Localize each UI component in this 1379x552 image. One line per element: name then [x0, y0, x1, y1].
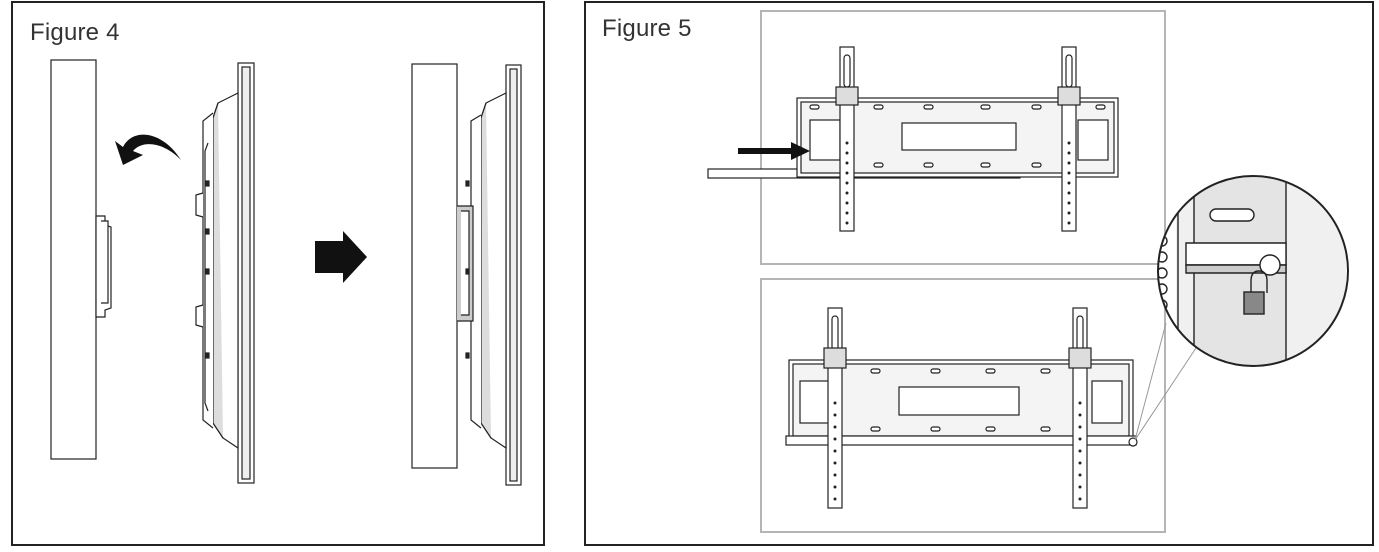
top-inset-frame: [760, 10, 1166, 265]
tv-profile-left: [195, 62, 255, 484]
bottom-inset-frame: [760, 278, 1166, 533]
tilt-mount-top: [707, 46, 1119, 232]
callout-lines: [1134, 322, 1197, 441]
tilt-mount-bottom: [785, 307, 1138, 509]
insert-arrow-icon: [738, 142, 810, 160]
wall-plate-left: [95, 215, 112, 318]
right-arrow-icon: [315, 231, 367, 283]
wall-slab-right: [411, 63, 458, 469]
curved-arrow-icon: [115, 134, 181, 165]
tv-profile-right: [457, 64, 522, 486]
figure-4-illustration: [50, 59, 522, 486]
figure-5-panel: Figure 5: [584, 1, 1374, 546]
padlock-icon: [1243, 270, 1268, 315]
figure-5-illustration: [707, 10, 1349, 533]
figure-4-caption: Figure 4: [30, 19, 120, 46]
figure-4-panel: Figure 4: [11, 1, 545, 546]
zoom-detail: [1157, 175, 1349, 367]
figure-5-caption: Figure 5: [602, 15, 692, 42]
wall-slab-left: [50, 59, 97, 460]
